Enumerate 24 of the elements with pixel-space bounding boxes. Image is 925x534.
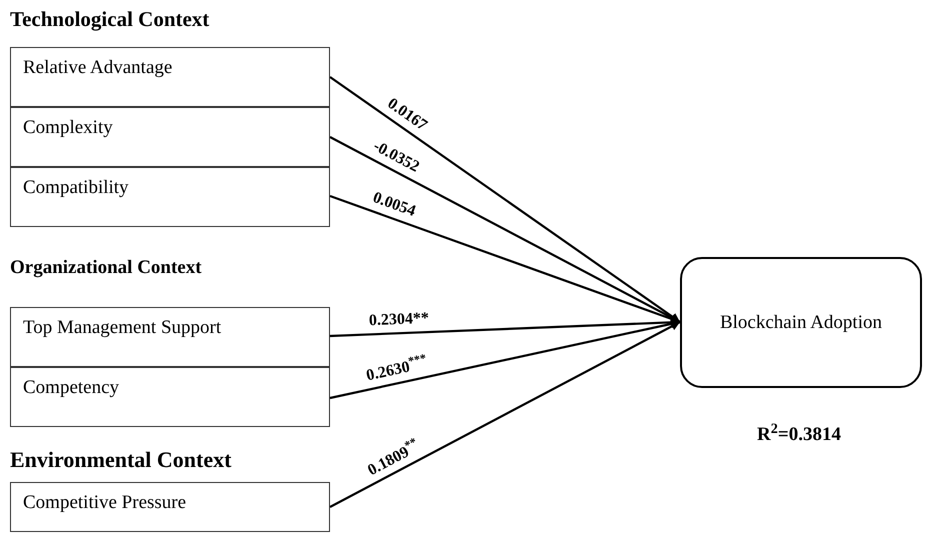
edge-label: 0.0054 (370, 190, 418, 220)
box-label: Relative Advantage (23, 57, 172, 78)
box-label: Top Management Support (23, 317, 222, 338)
r-squared-value: R$^{2}$=0.3814 (757, 421, 841, 447)
box-label: Blockchain Adoption (720, 310, 882, 334)
arrow (329, 76, 681, 323)
box-label: Compatibility (23, 177, 129, 198)
box-label: Complexity (23, 117, 113, 138)
construct-box (10, 307, 330, 367)
outcome-box (680, 257, 922, 388)
group-heading: Organizational Context (10, 256, 202, 280)
construct-box (10, 47, 330, 107)
construct-box (10, 367, 330, 427)
group-heading: Technological Context (10, 6, 210, 32)
box-label: Competitive Pressure (23, 492, 186, 513)
arrow (329, 321, 681, 508)
construct-box (10, 167, 330, 227)
edge-label: 0.2304** (369, 311, 430, 330)
construct-box (10, 107, 330, 167)
arrow (329, 136, 681, 323)
edge-label: 0.2630$^{***}$ (365, 356, 429, 384)
construct-box (10, 482, 330, 532)
group-heading: Environmental Context (10, 446, 232, 474)
box-label: Competency (23, 377, 120, 398)
